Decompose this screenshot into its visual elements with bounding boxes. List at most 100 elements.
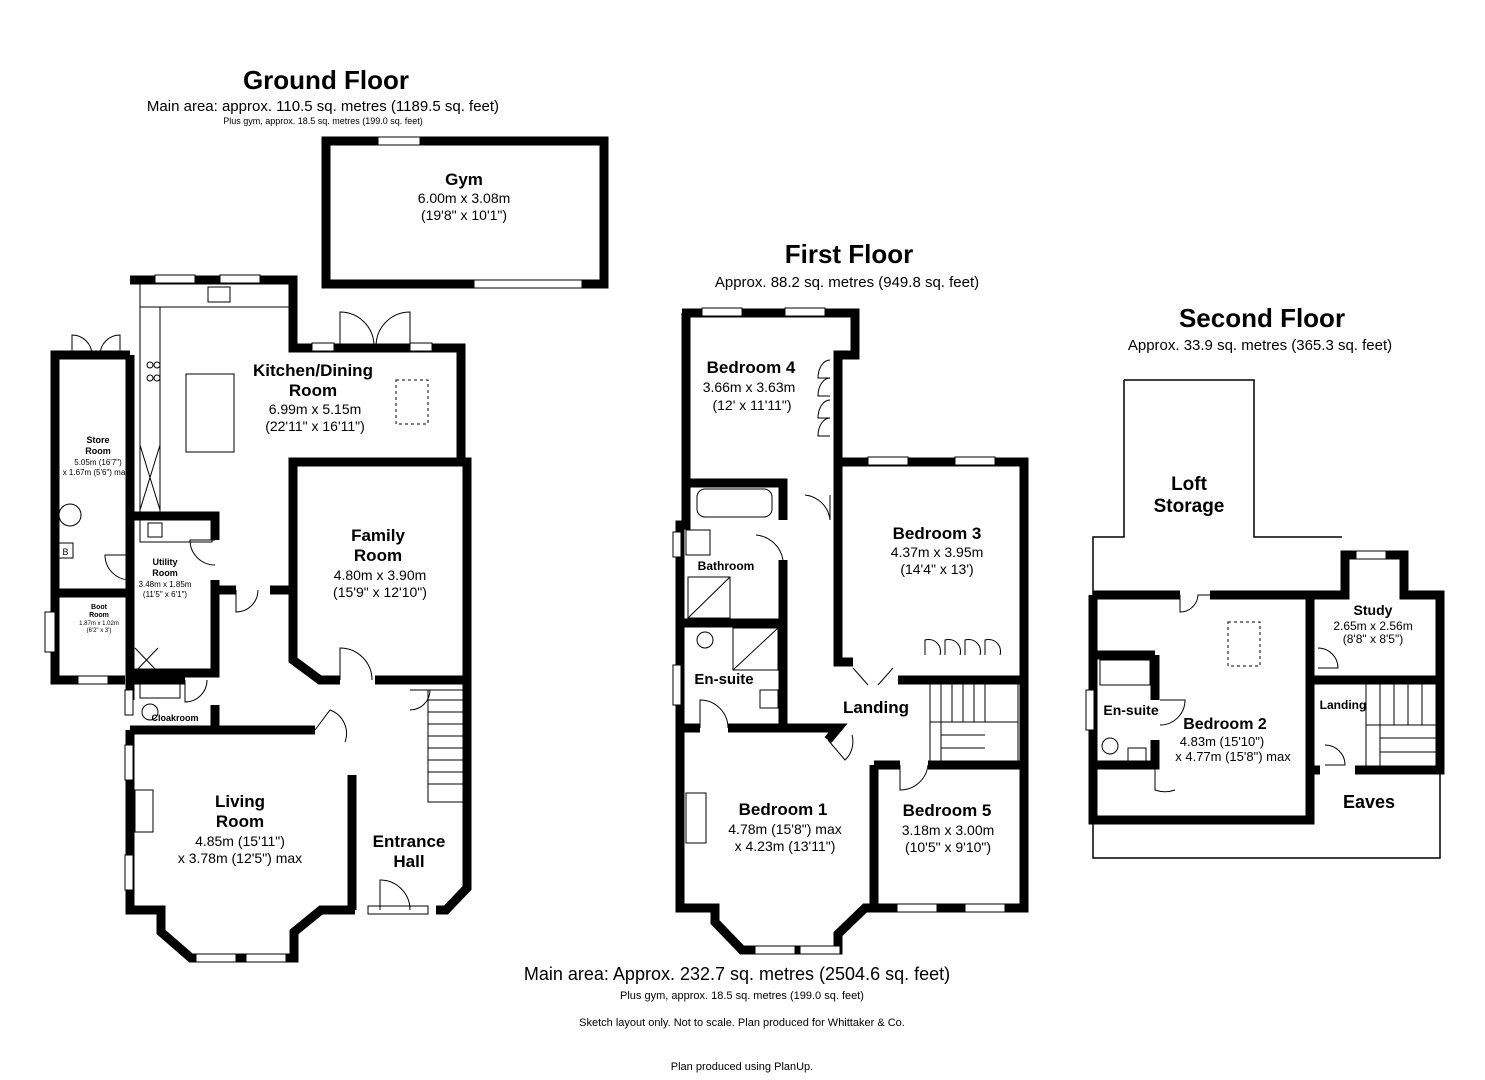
svg-text:Room: Room	[354, 546, 402, 565]
bathroom-name: Bathroom	[698, 559, 755, 573]
family-room-door	[339, 647, 373, 681]
gym-name: Gym	[445, 170, 483, 189]
eaves-name: Eaves	[1343, 792, 1395, 812]
svg-text:Room: Room	[216, 812, 264, 831]
first-ensuite-name: En-suite	[694, 671, 753, 688]
bed4-name: Bedroom 4	[707, 358, 796, 377]
first-floor-outer-walls	[675, 308, 1029, 955]
hob	[146, 361, 154, 369]
utility-room-dims: 3.48m x 1.85m	[139, 580, 192, 589]
svg-text:Room: Room	[89, 612, 109, 619]
total-area: Main area: Approx. 232.7 sq. metres (250…	[524, 964, 950, 984]
boot-room-name: Boot	[91, 604, 108, 611]
kitchen-worktop	[139, 282, 293, 308]
bed1-name: Bedroom 1	[739, 800, 828, 819]
cloakroom-wc	[141, 703, 159, 721]
study-dims: 2.65m x 2.56m	[1333, 619, 1412, 633]
produced-note: Plan produced using PlanUp.	[671, 1061, 813, 1073]
ground-floor-title: Ground Floor	[243, 65, 409, 95]
second-floor-walls	[1088, 590, 1315, 825]
disclaimer: Sketch layout only. Not to scale. Plan p…	[579, 1017, 905, 1029]
second-floor: Second Floor Approx. 33.9 sq. metres (36…	[1085, 303, 1445, 859]
svg-text:x 4.23m (13'11"): x 4.23m (13'11")	[735, 838, 836, 854]
svg-text:(12' x 11'11"): (12' x 11'11")	[712, 397, 791, 413]
second-ensuite-wc	[1101, 737, 1119, 755]
svg-text:x 4.77m (15'8") max: x 4.77m (15'8") max	[1175, 749, 1291, 764]
second-ensuite-name: En-suite	[1103, 702, 1158, 718]
bed1-bay-window	[754, 945, 796, 955]
first-landing-name: Landing	[843, 698, 909, 717]
second-staircase	[1365, 682, 1437, 768]
store-room-name: Store	[86, 435, 109, 445]
svg-text:Room: Room	[85, 446, 111, 456]
bed4-dims: 3.66m x 3.63m	[703, 379, 796, 395]
fireplace	[134, 789, 154, 833]
cloakroom-name: Cloakroom	[151, 713, 198, 723]
svg-text:(14'4" x 13'): (14'4" x 13')	[900, 561, 973, 577]
kitchen-units	[139, 306, 161, 518]
bathroom-shower	[687, 576, 731, 619]
store-room-dims: 5.05m (16'7")	[74, 458, 122, 467]
svg-text:(8'8" x 8'5"): (8'8" x 8'5")	[1343, 632, 1403, 646]
boot-room-dims: 1.87m x 1.02m	[79, 621, 119, 627]
ensuite-wc	[696, 631, 714, 649]
front-door-frame	[367, 905, 429, 915]
ground-staircase	[427, 689, 465, 803]
cloakroom-basin	[139, 683, 181, 699]
second-ensuite-shower	[1099, 659, 1151, 686]
living-bay-window	[245, 953, 287, 963]
first-floor: First Floor Approx. 88.2 sq. metres (949…	[672, 239, 1029, 955]
gym-dims-imperial: (19'8" x 10'1")	[421, 207, 507, 223]
gym-walls	[321, 136, 609, 289]
bed3-wardrobe	[924, 639, 1001, 656]
bath	[696, 488, 773, 518]
second-floor-area: Approx. 33.9 sq. metres (365.3 sq. feet)	[1128, 337, 1392, 354]
family-room-walls	[288, 457, 461, 685]
svg-text:Room: Room	[152, 568, 178, 578]
svg-text:x 3.78m (12'5") max: x 3.78m (12'5") max	[178, 850, 302, 866]
living-room-dims: 4.85m (15'11")	[195, 833, 285, 849]
bed1-dims: 4.78m (15'8") max	[728, 821, 841, 837]
bed4-wardrobe	[817, 359, 831, 437]
bathroom-basin	[685, 529, 711, 556]
bed3-name: Bedroom 3	[893, 524, 982, 543]
utility-room-name: Utility	[152, 557, 177, 567]
kitchen-island	[185, 373, 235, 453]
svg-text:x 1.67m (5'6") max: x 1.67m (5'6") max	[63, 468, 130, 477]
bed2-skylight	[1227, 621, 1261, 667]
bed5-dims: 3.18m x 3.00m	[902, 822, 995, 838]
svg-text:(22'11" x 16'11"): (22'11" x 16'11")	[265, 418, 365, 434]
total-gym-note: Plus gym, approx. 18.5 sq. metres (199.0…	[620, 990, 864, 1002]
entrance-hall-name: Entrance	[373, 832, 446, 851]
skylight	[395, 379, 429, 425]
bed5-name: Bedroom 5	[903, 801, 992, 820]
footer: Main area: Approx. 232.7 sq. metres (250…	[524, 964, 950, 1073]
gym-dims: 6.00m x 3.08m	[418, 190, 511, 206]
living-room-door	[314, 709, 347, 743]
living-bay-window	[195, 953, 237, 963]
kitchen-sink	[207, 286, 231, 303]
first-floor-title: First Floor	[785, 239, 914, 269]
svg-text:Room: Room	[289, 381, 337, 400]
svg-text:(15'9" x 12'10"): (15'9" x 12'10")	[333, 584, 427, 600]
study-name: Study	[1354, 602, 1393, 618]
bed1-bay-window	[799, 945, 841, 955]
second-floor-title: Second Floor	[1179, 303, 1345, 333]
first-staircase	[929, 679, 1019, 763]
family-room-name: Family	[351, 526, 405, 545]
kitchen-dims: 6.99m x 5.15m	[269, 401, 362, 417]
kitchen-window	[219, 274, 261, 284]
first-floor-area: Approx. 88.2 sq. metres (949.8 sq. feet)	[715, 274, 979, 291]
kitchen-french-doors	[339, 311, 411, 346]
ensuite-shower	[732, 627, 779, 671]
gym-window	[377, 136, 421, 146]
loft-storage-name: Loft	[1171, 474, 1208, 495]
utility-worktop	[139, 519, 213, 543]
bed2-name: Bedroom 2	[1183, 716, 1267, 733]
bed3-dims: 4.37m x 3.95m	[891, 544, 984, 560]
svg-text:Storage: Storage	[1154, 496, 1225, 517]
family-room-dims: 4.80m x 3.90m	[334, 567, 427, 583]
ground-floor-area: Main area: approx. 110.5 sq. metres (118…	[147, 98, 499, 115]
svg-text:Hall: Hall	[393, 852, 424, 871]
